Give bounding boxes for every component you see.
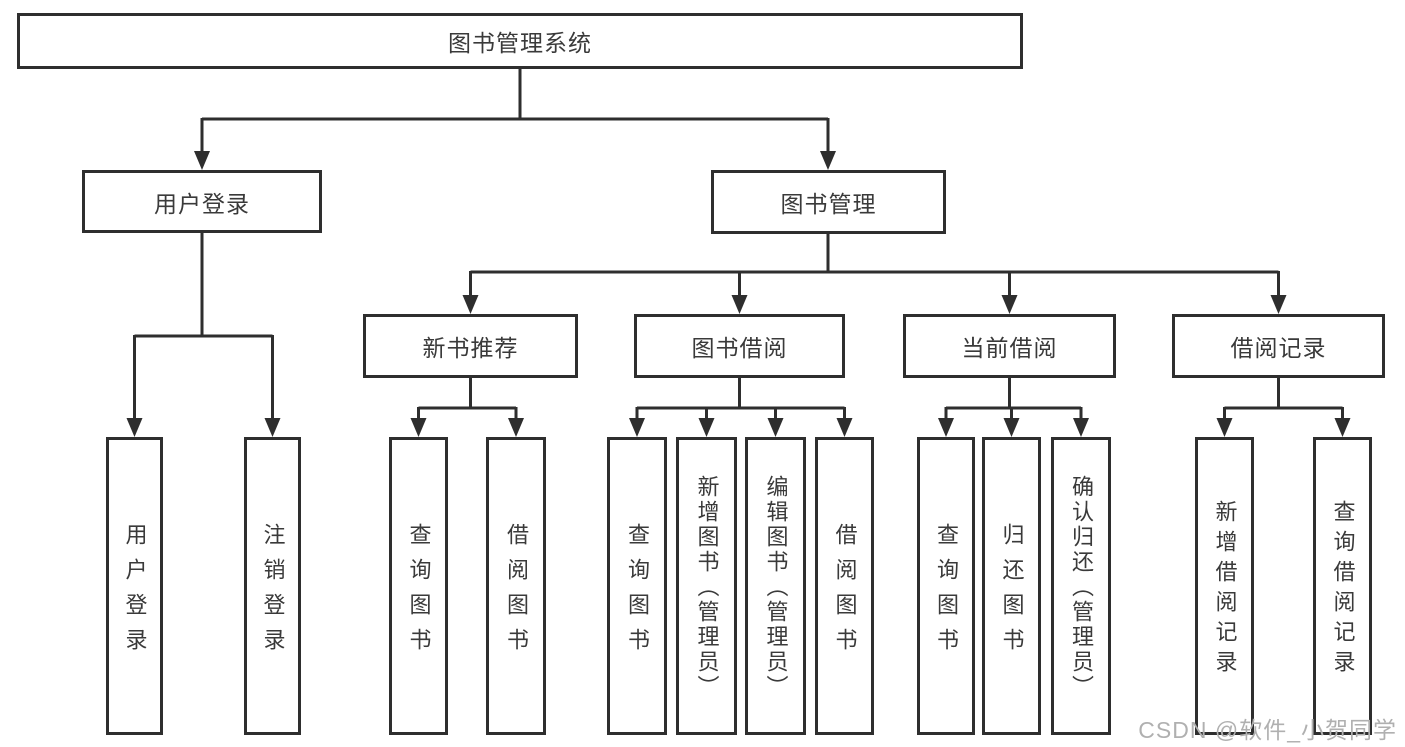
arrow-icon — [462, 295, 479, 314]
node-label: 用户登录 — [122, 522, 148, 663]
node-confirm-return-admin: 确认归还（管理员） — [1051, 437, 1111, 735]
arrow-icon — [1334, 418, 1351, 437]
node-add-books-admin: 新增图书（管理员） — [676, 437, 737, 735]
edge-newbook-to-children — [417, 378, 518, 421]
arrow-icon — [1003, 418, 1020, 437]
arrow-icon — [126, 418, 143, 437]
node-edit-books-admin: 编辑图书（管理员） — [745, 437, 806, 735]
node-label: 借阅记录 — [1230, 335, 1327, 361]
arrow-icon — [629, 418, 645, 437]
edge-userlogin-to-children — [133, 233, 274, 419]
arrow-icon — [1270, 295, 1287, 314]
edge-bookmgmt-to-level3 — [469, 234, 1280, 296]
node-borrow-query-books: 查询图书 — [607, 437, 667, 735]
node-label: 查询借阅记录 — [1330, 500, 1356, 680]
node-label: 查询图书 — [934, 522, 959, 663]
node-user-login: 用户登录 — [106, 437, 163, 735]
arrow-icon — [264, 418, 281, 437]
node-label: 图书借阅 — [691, 335, 788, 361]
node-newbook-query-books: 查询图书 — [389, 437, 448, 735]
node-borrow-borrow-books: 借阅图书 — [815, 437, 874, 735]
node-label: 确认归还（管理员） — [1069, 475, 1094, 700]
node-label: 归还图书 — [999, 522, 1025, 663]
node-label: 借阅图书 — [832, 522, 858, 663]
arrow-icon — [194, 151, 210, 170]
node-label: 借阅图书 — [504, 522, 529, 663]
node-label: 新增借阅记录 — [1212, 500, 1238, 680]
node-book-management: 图书管理 — [711, 170, 946, 234]
node-label: 新书推荐 — [422, 335, 519, 361]
node-user-login-group: 用户登录 — [82, 170, 322, 233]
node-book-borrowing: 图书借阅 — [634, 314, 845, 378]
node-label: 编辑图书（管理员） — [763, 475, 789, 700]
node-label: 当前借阅 — [961, 335, 1058, 361]
arrow-icon — [1073, 418, 1089, 437]
arrow-icon — [1001, 295, 1018, 314]
node-return-books: 归还图书 — [982, 437, 1041, 735]
node-label: 查询图书 — [625, 522, 650, 663]
arrow-icon — [820, 151, 836, 170]
edge-root-to-level2 — [200, 69, 830, 152]
arrow-icon — [1216, 418, 1233, 437]
arrow-icon — [836, 418, 853, 437]
arrow-icon — [698, 418, 715, 437]
node-label: 注销登录 — [260, 522, 286, 663]
edge-bookborrow-to-children — [635, 378, 846, 421]
node-new-book-recommend: 新书推荐 — [363, 314, 578, 378]
node-query-borrow-record: 查询借阅记录 — [1313, 437, 1372, 735]
node-label: 新增图书（管理员） — [694, 475, 720, 700]
csdn-watermark: CSDN @软件_小贺同学 — [1138, 717, 1397, 743]
node-add-borrow-record: 新增借阅记录 — [1195, 437, 1254, 735]
edge-records-to-children — [1223, 378, 1344, 421]
arrow-icon — [938, 418, 954, 437]
node-borrowing-records: 借阅记录 — [1172, 314, 1385, 378]
node-logout: 注销登录 — [244, 437, 301, 735]
edge-currentborrow-to-children — [944, 378, 1083, 421]
node-label: 图书管理系统 — [448, 30, 592, 56]
arrow-icon — [767, 418, 784, 437]
arrow-icon — [731, 295, 748, 314]
arrowheads — [126, 151, 1351, 437]
node-label: 图书管理 — [780, 191, 877, 217]
node-newbook-borrow-books: 借阅图书 — [486, 437, 546, 735]
arrow-icon — [410, 418, 427, 437]
node-library-management-system: 图书管理系统 — [17, 13, 1023, 69]
node-label: 查询图书 — [406, 522, 432, 663]
arrow-icon — [508, 418, 524, 437]
node-label: 用户登录 — [154, 190, 250, 217]
node-current-query-books: 查询图书 — [917, 437, 975, 735]
node-current-borrowing: 当前借阅 — [903, 314, 1116, 378]
